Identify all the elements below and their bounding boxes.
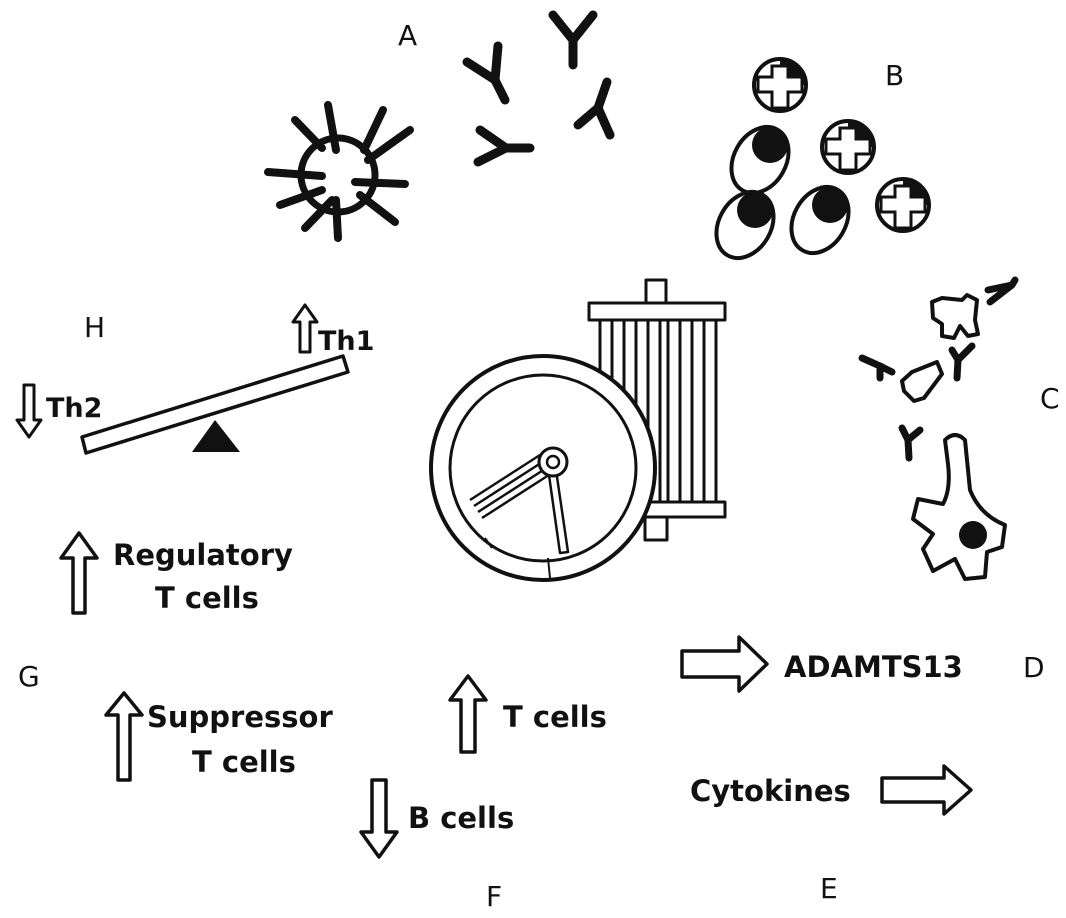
panel-label-e: E [820,872,838,905]
immune-complex-icon [930,293,980,340]
panel-label-b: B [885,59,904,92]
arrow-up-icon [291,303,319,354]
antibody-icon [473,125,535,167]
arrow-right-icon [880,764,973,816]
antibody-icon [548,10,598,70]
panel-label-f: F [486,880,502,913]
antibody-icon [462,41,510,105]
suppressor-t-cells-label-line2: T cells [192,745,296,779]
immune-complex-icon [900,360,944,403]
panel-label-a: A [398,19,417,52]
cytokines-label: Cytokines [690,774,851,808]
lymphocyte-icon [789,185,851,255]
plasmapheresis-device-icon [429,278,727,582]
antibody-icon [898,424,924,462]
platelet-icon [752,57,808,113]
platelet-icon [820,119,876,175]
arrow-down-icon [15,383,43,439]
seesaw-icon [80,354,350,455]
arrow-up-icon [104,691,144,782]
lymphocyte-icon [729,125,791,195]
lymphocyte-icon [714,190,776,260]
panel-label-g: G [18,660,40,693]
antibody-icon [573,77,615,140]
panel-label-d: D [1023,651,1045,684]
panel-label-c: C [1040,382,1060,415]
arrow-down-icon [359,778,399,859]
spiked-cell-icon [264,101,414,242]
arrow-up-icon [59,531,99,615]
platelet-icon [875,177,931,233]
antibody-icon [984,276,1019,306]
adamts13-label: ADAMTS13 [784,650,963,684]
arrow-right-icon [680,635,769,693]
b-cells-label: B cells [408,801,514,835]
regulatory-t-cells-label-line2: T cells [155,581,259,615]
macrophage-icon [911,433,1007,581]
antibody-icon [948,342,976,382]
suppressor-t-cells-label-line1: Suppressor [147,700,333,734]
th2-label: Th2 [46,393,102,424]
antibody-icon [858,354,896,382]
regulatory-t-cells-label-line1: Regulatory [113,538,293,572]
panel-label-h: H [84,311,105,344]
t-cells-label: T cells [503,700,607,734]
th1-label: Th1 [318,326,374,357]
arrow-up-icon [448,674,488,754]
